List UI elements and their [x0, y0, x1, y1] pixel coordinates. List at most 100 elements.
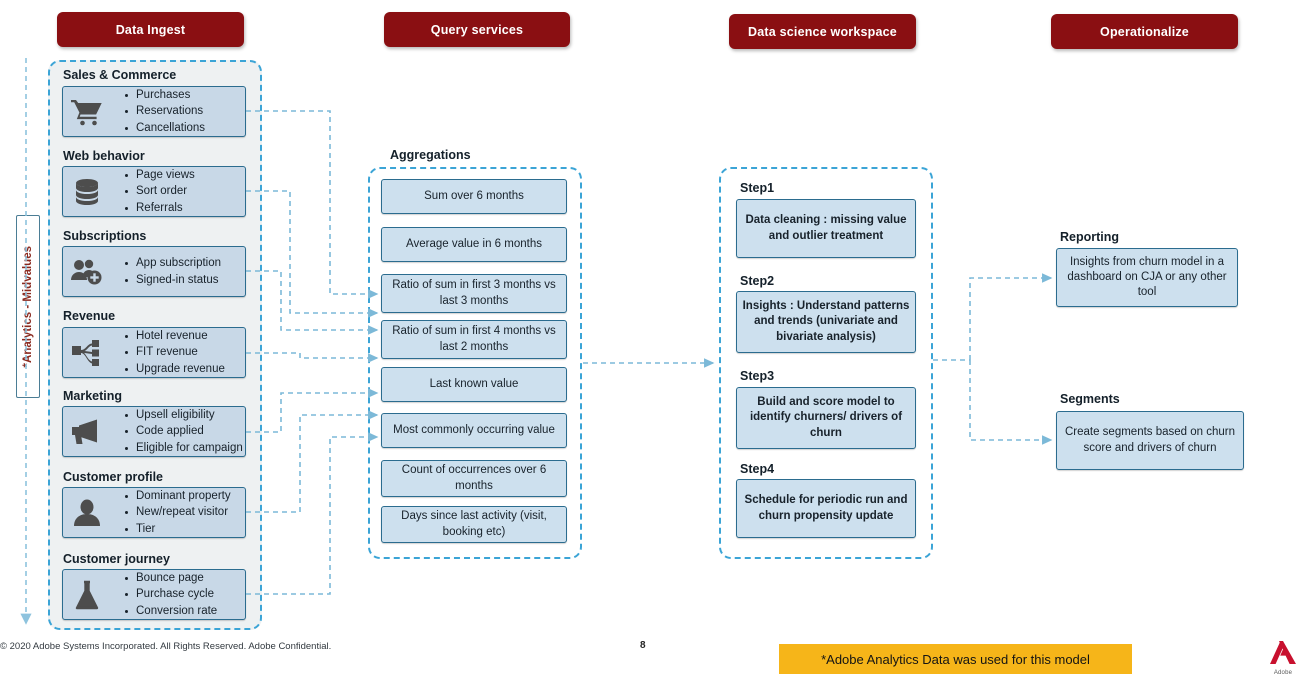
reporting-text: Insights from churn model in a dashboard…: [1067, 255, 1227, 299]
step-label-1: Step1: [740, 181, 775, 195]
ingest-card-revenue: Hotel revenue FIT revenue Upgrade revenu…: [62, 327, 246, 378]
ingest-group-title-subscriptions: Subscriptions: [63, 229, 147, 243]
list-item: Purchase cycle: [125, 586, 217, 602]
header-pill-operationalize: Operationalize: [1051, 14, 1238, 49]
ingest-card-subscriptions: App subscription Signed-in status: [62, 246, 246, 297]
ingest-group-title-web-behavior: Web behavior: [63, 149, 145, 163]
ingest-card-list: Purchases Reservations Cancellations: [111, 87, 205, 136]
workspace-step-text: Insights : Understand patterns and trend…: [742, 300, 910, 343]
aggregation-label: Most commonly occurring value: [393, 423, 555, 436]
list-item: Sort order: [125, 183, 195, 199]
workspace-step-text: Data cleaning : missing value and outlie…: [745, 214, 907, 242]
list-item: Tier: [125, 521, 231, 537]
list-item: Purchases: [125, 87, 205, 103]
aggregation-label: Ratio of sum in first 3 months vs last 3…: [392, 279, 556, 307]
list-item: Upgrade revenue: [125, 361, 225, 377]
ingest-card-sales-commerce: Purchases Reservations Cancellations: [62, 86, 246, 137]
footer-copyright: © 2020 Adobe Systems Incorporated. All R…: [0, 641, 332, 652]
segments-title: Segments: [1060, 392, 1120, 406]
ingest-group-title-revenue: Revenue: [63, 309, 116, 323]
aggregation-label: Ratio of sum in first 4 months vs last 2…: [392, 325, 556, 353]
aggregation-label: Count of occurrences over 6 months: [401, 464, 547, 492]
list-item: Page views: [125, 167, 195, 183]
list-item: FIT revenue: [125, 344, 225, 360]
revenue-flow-icon: [63, 339, 111, 367]
reporting-title: Reporting: [1060, 230, 1120, 244]
list-item: New/repeat visitor: [125, 504, 231, 520]
aggregation-box: Sum over 6 months: [381, 179, 567, 214]
ingest-group-title-customer-profile: Customer profile: [63, 470, 164, 484]
list-item: Hotel revenue: [125, 328, 225, 344]
list-item: Signed-in status: [125, 272, 221, 288]
adobe-a-icon: [1270, 641, 1296, 664]
ingest-card-customer-profile: Dominant property New/repeat visitor Tie…: [62, 487, 246, 538]
list-item: App subscription: [125, 255, 221, 271]
adobe-wordmark: Adobe: [1273, 670, 1293, 676]
workspace-step-box-1: Data cleaning : missing value and outlie…: [736, 199, 916, 258]
segments-box: Create segments based on churn score and…: [1056, 411, 1244, 470]
workspace-step-box-2: Insights : Understand patterns and trend…: [736, 291, 916, 353]
footnote-highlight: *Adobe Analytics Data was used for this …: [779, 644, 1132, 674]
aggregation-box: Count of occurrences over 6 months: [381, 460, 567, 497]
step-label-4: Step4: [740, 462, 775, 476]
data-science-workspace-panel: [719, 167, 933, 559]
workspace-step-box-4: Schedule for periodic run and churn prop…: [736, 479, 916, 538]
header-pill-label: Query services: [430, 22, 524, 37]
header-pill-label: Data Ingest: [115, 22, 186, 37]
header-pill-label: Data science workspace: [748, 24, 897, 39]
step-label-3: Step3: [740, 369, 775, 383]
list-item: Dominant property: [125, 488, 231, 504]
workspace-step-text: Build and score model to identify churne…: [749, 396, 903, 439]
list-item: Bounce page: [125, 570, 217, 586]
list-item: Code applied: [125, 423, 243, 439]
list-item: Reservations: [125, 103, 205, 119]
aggregation-label: Sum over 6 months: [424, 189, 524, 202]
ingest-card-list: Hotel revenue FIT revenue Upgrade revenu…: [111, 328, 225, 377]
page-number: 8: [640, 640, 646, 651]
list-item: Conversion rate: [125, 603, 217, 619]
segments-text: Create segments based on churn score and…: [1064, 426, 1236, 454]
list-item: Referrals: [125, 200, 195, 216]
side-label-text: *Analytics - Midvalues: [22, 245, 34, 368]
aggregation-box: Last known value: [381, 367, 567, 402]
ingest-card-list: Page views Sort order Referrals: [111, 167, 195, 216]
database-icon: [63, 177, 111, 207]
aggregation-box: Days since last activity (visit, booking…: [381, 506, 567, 543]
adobe-logo: Adobe: [1266, 641, 1300, 676]
shopping-cart-icon: [63, 98, 111, 126]
ingest-group-title-sales-commerce: Sales & Commerce: [63, 68, 177, 82]
header-pill-data-ingest: Data Ingest: [57, 12, 244, 47]
reporting-box: Insights from churn model in a dashboard…: [1056, 248, 1238, 307]
list-item: Upsell eligibility: [125, 407, 243, 423]
aggregation-box: Average value in 6 months: [381, 227, 567, 262]
header-pill-query-services: Query services: [384, 12, 570, 47]
aggregation-box: Ratio of sum in first 3 months vs last 3…: [381, 274, 567, 313]
list-item: Cancellations: [125, 120, 205, 136]
ingest-card-web-behavior: Page views Sort order Referrals: [62, 166, 246, 217]
ingest-group-title-customer-journey: Customer journey: [63, 552, 170, 566]
aggregation-box: Ratio of sum in first 4 months vs last 2…: [381, 320, 567, 359]
ingest-card-list: Bounce page Purchase cycle Conversion ra…: [111, 570, 217, 619]
flask-icon: [63, 580, 111, 610]
analytics-midvalues-side-label: *Analytics - Midvalues: [16, 215, 40, 398]
workspace-step-text: Schedule for periodic run and churn prop…: [744, 494, 908, 522]
header-pill-data-science-workspace: Data science workspace: [729, 14, 916, 49]
ingest-card-list: Upsell eligibility Code applied Eligible…: [111, 407, 243, 456]
aggregation-label: Last known value: [429, 377, 519, 390]
footnote-text: *Adobe Analytics Data was used for this …: [821, 651, 1090, 667]
ingest-card-marketing: Upsell eligibility Code applied Eligible…: [62, 406, 246, 457]
aggregations-title: Aggregations: [390, 148, 471, 162]
aggregation-box: Most commonly occurring value: [381, 413, 567, 448]
step-label-2: Step2: [740, 274, 775, 288]
ingest-card-customer-journey: Bounce page Purchase cycle Conversion ra…: [62, 569, 246, 620]
ingest-card-list: Dominant property New/repeat visitor Tie…: [111, 488, 231, 537]
workspace-step-box-3: Build and score model to identify churne…: [736, 387, 916, 449]
person-icon: [63, 499, 111, 527]
header-pill-label: Operationalize: [1100, 24, 1189, 39]
aggregations-panel: [368, 167, 582, 559]
aggregation-label: Days since last activity (visit, booking…: [401, 510, 547, 538]
add-users-icon: [63, 258, 111, 286]
ingest-card-list: App subscription Signed-in status: [111, 255, 221, 288]
ingest-group-title-marketing: Marketing: [63, 389, 123, 403]
